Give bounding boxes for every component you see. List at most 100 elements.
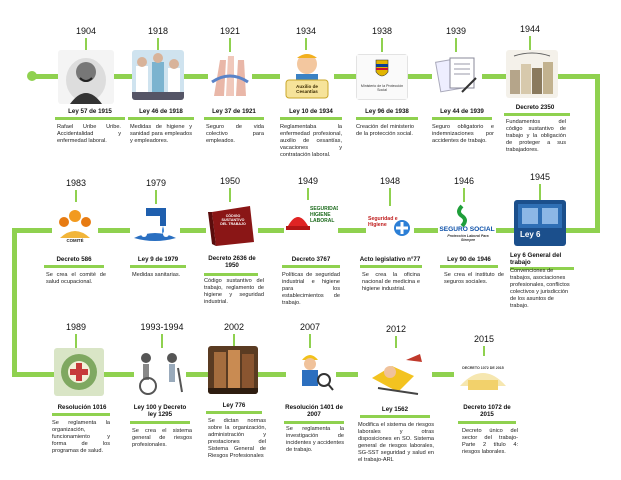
year-label: 1979 xyxy=(145,178,167,188)
law-title: Ley 46 de 1918 xyxy=(139,108,183,115)
law-description: Código sustantivo del trabajo, reglament… xyxy=(204,278,264,306)
law-underline xyxy=(128,117,194,120)
law-title: Decreto 3767 xyxy=(291,256,331,263)
year-label: 2015 xyxy=(473,334,495,344)
year-tick xyxy=(85,38,87,52)
committee-icon: COMITÉ xyxy=(52,202,98,248)
law-underline xyxy=(280,117,342,120)
law-underline xyxy=(356,117,418,120)
law-underline xyxy=(282,265,340,268)
law-underline xyxy=(130,421,190,424)
year-label: 2012 xyxy=(385,324,407,334)
decree-icon: DECRETO 1072 DE 2015 xyxy=(454,356,512,396)
disability-icon xyxy=(134,348,186,396)
health-program-icon xyxy=(54,348,104,396)
year-tick xyxy=(305,38,307,52)
year-label: 1944 xyxy=(519,24,541,34)
law-underline xyxy=(504,113,570,116)
timeline-track-right-connector xyxy=(595,74,600,232)
year-label: 1938 xyxy=(371,26,393,36)
year-tick xyxy=(229,188,231,204)
year-label: 1934 xyxy=(295,26,317,36)
law-title: Decreto 586 xyxy=(56,256,92,263)
law-underline xyxy=(206,411,262,414)
law-title: Ley 37 de 1921 xyxy=(212,108,256,115)
pic-caption: Ministerio de la Protección Social xyxy=(360,84,404,92)
law-title: Ley 96 de 1938 xyxy=(365,108,409,115)
investigator-icon xyxy=(286,348,336,394)
law-title: Ley 6 General del trabajo xyxy=(510,252,562,266)
law-title: Decreto 2350 xyxy=(515,104,555,111)
pic-caption: CÓDIGO SUSTANTIVO DEL TRABAJO xyxy=(220,214,246,226)
labor-code-book-icon: CÓDIGO SUSTANTIVO DEL TRABAJO xyxy=(206,202,258,248)
law-description: Se dictan normas sobre la organización, … xyxy=(208,418,266,460)
law-underline xyxy=(360,415,430,418)
ley-6-icon: Ley 6 xyxy=(514,200,566,246)
books-icon xyxy=(506,50,558,98)
law-underline xyxy=(458,421,516,424)
pic-caption: Auxilio de Cesantías xyxy=(296,84,318,94)
year-tick xyxy=(161,334,163,350)
law-underline xyxy=(55,117,125,120)
pic-caption: DECRETO 1072 DE 2015 xyxy=(462,366,504,370)
law-title: Decreto 1072 de 2015 xyxy=(463,404,511,418)
law-description: Medidas de higiene y sanidad para emplea… xyxy=(130,124,192,145)
year-tick xyxy=(483,346,485,356)
pic-caption: SEGURO SOCIAL xyxy=(439,226,495,233)
year-tick xyxy=(75,334,77,350)
pic-caption: Seguridad e Higiene xyxy=(368,216,398,228)
law-underline xyxy=(204,117,264,120)
law-description: Seguro de vida colectivo para empleados. xyxy=(206,124,264,145)
law-description: Se crea el sistema general de riesgos pr… xyxy=(132,428,192,449)
law-description: Se reglamenta la investigación de incide… xyxy=(286,426,344,454)
law-description: Reglamentaba la enfermedad profesional, … xyxy=(280,124,342,159)
year-label: 1948 xyxy=(379,176,401,186)
year-tick xyxy=(539,184,541,202)
law-description: Políticas de seguridad industrial e higi… xyxy=(282,272,340,307)
law-description: Creación del ministerio de la protección… xyxy=(356,124,414,138)
law-description: Se crea el comité de salud ocupacional. xyxy=(46,272,106,286)
year-tick xyxy=(529,36,531,52)
water-tap-icon xyxy=(130,204,180,244)
workers-photo-icon xyxy=(208,346,258,394)
year-tick xyxy=(307,188,309,204)
year-tick xyxy=(75,190,77,204)
pic-caption: Ley 6 xyxy=(520,230,541,239)
law-title: Ley 776 xyxy=(222,402,246,409)
law-description: Se crea el instituto de seguros sociales… xyxy=(444,272,504,286)
year-tick xyxy=(395,336,397,350)
year-label: 2002 xyxy=(223,322,245,332)
law-title: Ley 9 de 1979 xyxy=(137,256,179,263)
year-tick xyxy=(455,38,457,52)
law-description: Modifica el sistema de riesgos laborales… xyxy=(358,422,434,464)
year-tick xyxy=(155,190,157,204)
documents-icon xyxy=(432,52,482,98)
safety-hygiene-logo-icon: Seguridad e Higiene xyxy=(366,206,414,246)
safety-helmet-icon: SEGURIDAD HIGIENE LABORAL xyxy=(284,200,338,246)
law-title: Ley 90 de 1946 xyxy=(447,256,491,263)
hands-icon xyxy=(208,52,252,98)
law-title: Ley 44 de 1939 xyxy=(440,108,484,115)
year-label: 1950 xyxy=(219,176,241,186)
pic-caption: COMITÉ xyxy=(66,238,84,243)
year-label: 1993-1994 xyxy=(140,322,184,332)
law-underline xyxy=(510,267,574,270)
law-underline xyxy=(44,265,104,268)
year-tick xyxy=(389,188,391,206)
law-description: Se reglamenta la organización, funcionam… xyxy=(52,420,110,455)
year-label: 1921 xyxy=(219,26,241,36)
year-label: 1946 xyxy=(453,176,475,186)
law-underline xyxy=(204,273,258,276)
timeline-track-left-connector xyxy=(12,228,17,376)
accident-cartoon-icon xyxy=(358,348,432,400)
year-label: 1989 xyxy=(65,322,87,332)
law-title: Ley 10 de 1934 xyxy=(289,108,333,115)
timeline-start-dot xyxy=(27,71,37,81)
law-title: Ley 1562 xyxy=(381,406,409,413)
pic-subcaption: Protección Laboral Para Siempre xyxy=(447,234,489,242)
law-underline xyxy=(440,265,498,268)
year-label: 1904 xyxy=(75,26,97,36)
year-label: 1983 xyxy=(65,178,87,188)
law-title: Acto legislativo n°77 xyxy=(359,256,421,263)
year-tick xyxy=(157,38,159,52)
